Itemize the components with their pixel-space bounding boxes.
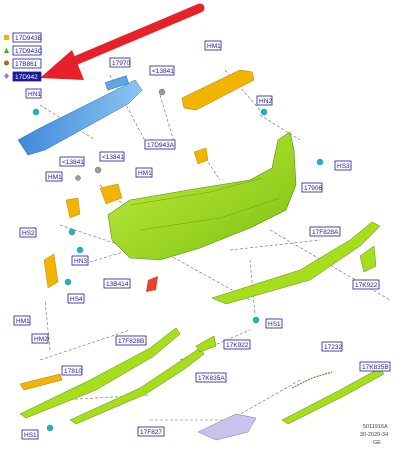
callout-hn1: HN1	[28, 91, 41, 98]
bracket-small-1	[99, 183, 123, 205]
legend-item-2: 17D943C	[15, 48, 43, 55]
callout-hm1-d: HM1	[16, 318, 30, 325]
callout-hm2: HM2	[34, 336, 48, 343]
bracket-small-2	[65, 197, 81, 219]
callout-hs1-b: HS1	[24, 432, 37, 439]
callout-13841-c: <13841	[102, 154, 124, 161]
reflector-strip	[19, 373, 63, 391]
nuts	[75, 88, 166, 181]
lower-molding-a	[19, 327, 181, 419]
callout-17232: 17232	[324, 344, 342, 351]
bracket-small-3	[193, 147, 209, 165]
red-arrow-head	[40, 50, 84, 80]
legend: 17D943B 17D943C 17B861 17D942	[4, 32, 43, 82]
lower-diffuser	[211, 221, 381, 305]
figure-date: 30-2020-34	[360, 432, 388, 438]
legend-item-3: 17B861	[15, 61, 38, 68]
callout-hs4: HS4	[70, 296, 83, 303]
harness	[291, 371, 333, 389]
side-bracket-lower	[195, 335, 217, 353]
callout-hn3: HN3	[74, 258, 87, 265]
legend-diamond-marker	[4, 73, 9, 79]
callout-hm1-b: HM1	[48, 174, 62, 181]
callout-17k835b: 17K835B	[362, 364, 389, 371]
callout-hm1-c: HM1	[138, 170, 152, 177]
callout-13841-b: <13841	[62, 159, 84, 166]
callout-17k835a: 17K835A	[198, 375, 225, 382]
bumper-edge	[129, 177, 281, 231]
clips	[32, 108, 324, 432]
lower-molding-b	[69, 347, 205, 425]
legend-square-marker	[4, 35, 9, 40]
callout-labels: 17970 <13841 HM1 HN1 HN2 17D943A <13841 …	[13, 40, 391, 440]
figure-id: 5011916A	[363, 424, 388, 430]
callout-hs1-a: HS1	[268, 321, 281, 328]
callout-hn2: HN2	[259, 98, 272, 105]
beam-bracket	[104, 75, 130, 91]
bracket-small-4	[43, 253, 59, 289]
callout-17d943a: 17D943A	[147, 142, 175, 149]
callout-17f828b: 17F828B	[118, 338, 144, 345]
legend-item-2-box	[12, 45, 42, 56]
legend-triangle-marker	[4, 48, 9, 53]
callout-13b414: 13B414	[106, 281, 129, 288]
legend-item-3-box	[12, 58, 42, 69]
callout-17k922-b: 17K922	[226, 342, 249, 349]
upper-bracket	[181, 69, 255, 111]
figure-region: GE	[373, 440, 381, 446]
side-bracket-right	[359, 245, 377, 273]
skid-plate	[197, 413, 257, 441]
legend-item-4-box	[12, 71, 42, 82]
callout-17k922-a: 17K922	[355, 282, 378, 289]
legend-item-1: 17D943B	[15, 35, 42, 42]
callout-13841-a: <13841	[152, 68, 174, 75]
callout-17f827: 17F827	[140, 429, 162, 436]
callout-hs3: HS3	[337, 163, 350, 170]
callout-17f828a: 17F828A	[312, 229, 339, 236]
legend-item-4: 17D942	[15, 74, 38, 81]
callout-17906: 17906	[304, 185, 322, 192]
callout-17810: 17810	[64, 368, 82, 375]
callout-17970: 17970	[112, 60, 130, 67]
lower-molding-c	[281, 367, 385, 425]
legend-item-1-box	[12, 32, 42, 43]
callout-hm1-a: HM1	[207, 43, 221, 50]
reflector-red	[146, 276, 158, 292]
callout-hs2: HS2	[22, 230, 35, 237]
impact-beam	[17, 79, 143, 156]
legend-circle-marker	[4, 60, 9, 66]
